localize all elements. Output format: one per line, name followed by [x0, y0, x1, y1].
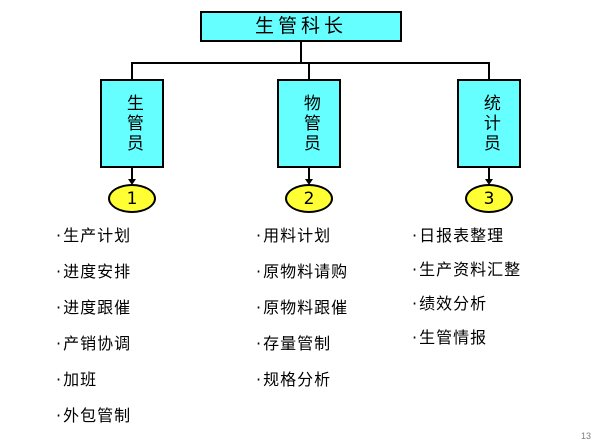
duty-list-1: ·生产计划 ·进度安排 ·进度跟催 ·产销协调 ·加班 ·外包管制: [56, 228, 131, 444]
badge-2: 2: [285, 184, 333, 213]
duty-list-2: ·用料计划 ·原物料请购 ·原物料跟催 ·存量管制 ·规格分析: [256, 228, 348, 408]
list-item: ·进度跟催: [56, 300, 131, 316]
duty-label: 产销协调: [63, 334, 132, 353]
bullet-icon: ·: [412, 328, 419, 347]
bullet-icon: ·: [256, 298, 263, 317]
arrowhead-icon-2: [305, 179, 313, 185]
connector-bus: [131, 62, 489, 64]
list-item: ·原物料跟催: [256, 300, 348, 316]
list-item: ·进度安排: [56, 264, 131, 280]
bullet-icon: ·: [56, 406, 63, 425]
org-node-root[interactable]: 生管科长: [200, 11, 402, 42]
bullet-icon: ·: [412, 260, 419, 279]
duty-label: 加班: [63, 370, 98, 389]
org-node-2-label: 物管员: [299, 93, 320, 154]
badge-2-label: 2: [303, 188, 315, 209]
org-node-1[interactable]: 生管员: [100, 79, 164, 168]
org-node-3-label: 统计员: [479, 93, 500, 154]
bullet-icon: ·: [412, 226, 419, 245]
arrow-stem-2: [308, 168, 310, 180]
org-node-2[interactable]: 物管员: [277, 79, 341, 168]
badge-3-label: 3: [483, 188, 495, 209]
bullet-icon: ·: [56, 226, 63, 245]
badge-3: 3: [465, 184, 513, 213]
list-item: ·生产计划: [56, 228, 131, 244]
connector-drop-1: [131, 62, 133, 80]
list-item: ·绩效分析: [412, 296, 521, 312]
bullet-icon: ·: [256, 262, 263, 281]
list-item: ·原物料请购: [256, 264, 348, 280]
duty-label: 存量管制: [263, 334, 332, 353]
duty-label: 用料计划: [263, 226, 332, 245]
connector-trunk: [300, 42, 302, 63]
list-item: ·生管情报: [412, 330, 521, 346]
list-item: ·存量管制: [256, 336, 348, 352]
page-number: 13: [580, 431, 591, 441]
bullet-icon: ·: [256, 226, 263, 245]
bullet-icon: ·: [412, 294, 419, 313]
org-node-root-label: 生管科长: [254, 15, 347, 37]
connector-drop-2: [308, 62, 310, 80]
duty-label: 原物料跟催: [263, 298, 349, 317]
duty-label: 生产计划: [63, 226, 132, 245]
duty-label: 原物料请购: [263, 262, 349, 281]
arrow-stem-3: [488, 168, 490, 180]
list-item: ·生产资料汇整: [412, 262, 521, 278]
duty-label: 生产资料汇整: [419, 260, 522, 279]
bullet-icon: ·: [56, 298, 63, 317]
list-item: ·规格分析: [256, 372, 348, 388]
list-item: ·用料计划: [256, 228, 348, 244]
org-node-1-label: 生管员: [122, 93, 143, 154]
bullet-icon: ·: [256, 334, 263, 353]
duty-label: 生管情报: [419, 328, 488, 347]
duty-label: 外包管制: [63, 406, 132, 425]
arrowhead-icon-1: [128, 179, 136, 185]
duty-label: 绩效分析: [419, 294, 488, 313]
list-item: ·日报表整理: [412, 228, 521, 244]
bullet-icon: ·: [56, 262, 63, 281]
duty-label: 进度跟催: [63, 298, 132, 317]
connector-drop-3: [488, 62, 490, 80]
org-node-3[interactable]: 统计员: [457, 79, 521, 168]
duty-label: 日报表整理: [419, 226, 505, 245]
duty-list-3: ·日报表整理 ·生产资料汇整 ·绩效分析 ·生管情报: [412, 228, 521, 364]
bullet-icon: ·: [56, 334, 63, 353]
badge-1: 1: [108, 184, 156, 213]
duty-label: 规格分析: [263, 370, 332, 389]
list-item: ·外包管制: [56, 408, 131, 424]
arrowhead-icon-3: [485, 179, 493, 185]
bullet-icon: ·: [56, 370, 63, 389]
badge-1-label: 1: [126, 188, 138, 209]
arrow-stem-1: [131, 168, 133, 180]
duty-label: 进度安排: [63, 262, 132, 281]
list-item: ·产销协调: [56, 336, 131, 352]
list-item: ·加班: [56, 372, 131, 388]
bullet-icon: ·: [256, 370, 263, 389]
